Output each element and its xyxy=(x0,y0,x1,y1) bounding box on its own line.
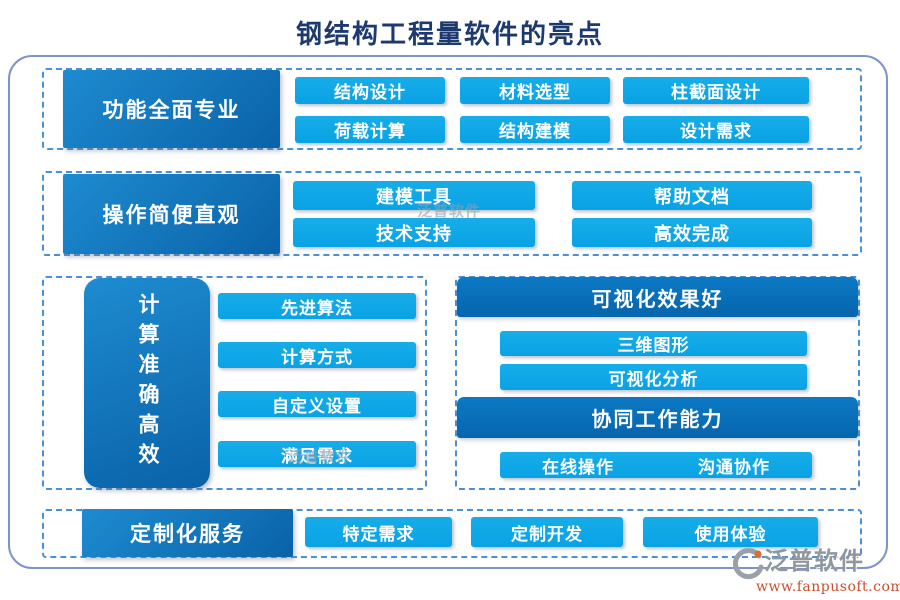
collaboration-chip-label: 沟通协作 xyxy=(698,457,770,477)
collaboration-chip-label: 在线操作 xyxy=(542,457,614,477)
customization-chip: 使用体验 xyxy=(643,517,818,547)
page-title: 钢结构工程量软件的亮点 xyxy=(295,20,604,50)
section-calculation xyxy=(42,276,427,490)
feature-chip: 柱截面设计 xyxy=(623,77,809,104)
brand-url: www.fanpusoft.com xyxy=(756,579,900,595)
section-collaboration-header: 协同工作能力 xyxy=(457,397,858,438)
calculation-chip: 先进算法 xyxy=(218,293,416,319)
section-operation xyxy=(42,171,862,256)
operation-chip: 高效完成 xyxy=(572,218,812,247)
brand-row: 泛普软件 xyxy=(730,547,895,581)
calculation-chip: 计算方式 xyxy=(218,342,416,368)
feature-chip: 结构建模 xyxy=(460,116,610,143)
feature-chip: 结构设计 xyxy=(295,77,445,104)
section-visualization-header: 可视化效果好 xyxy=(457,277,858,317)
section-calculation-header: 计算准确高效 xyxy=(84,278,210,488)
feature-chip: 设计需求 xyxy=(623,116,809,143)
visualization-chip: 三维图形 xyxy=(500,331,807,356)
collaboration-chip: 在线操作 沟通协作 xyxy=(500,452,812,478)
operation-chip: 建模工具 xyxy=(293,181,535,210)
section-customization-header: 定制化服务 xyxy=(82,509,293,557)
customization-chip: 定制开发 xyxy=(471,517,623,547)
brand-name: 泛普软件 xyxy=(764,548,864,575)
fanpu-logo-icon xyxy=(730,547,764,581)
section-features-header: 功能全面专业 xyxy=(63,70,280,148)
calculation-chip: 满足需求 xyxy=(218,441,416,467)
vertical-header-text: 计算准确高效 xyxy=(136,293,159,473)
calculation-chip: 自定义设置 xyxy=(218,391,416,417)
outer-frame-border xyxy=(8,55,888,569)
customization-chip: 特定需求 xyxy=(305,517,452,547)
feature-chip: 材料选型 xyxy=(460,77,610,104)
operation-chip: 帮助文档 xyxy=(572,181,812,210)
operation-chip: 技术支持 xyxy=(293,218,535,247)
brand-block: 泛普软件 www.fanpusoft.com xyxy=(730,547,900,597)
section-operation-header: 操作简便直观 xyxy=(63,174,280,254)
section-customization xyxy=(42,509,862,558)
visualization-chip: 可视化分析 xyxy=(500,364,807,390)
feature-chip: 荷载计算 xyxy=(295,116,445,143)
section-features xyxy=(42,68,862,150)
